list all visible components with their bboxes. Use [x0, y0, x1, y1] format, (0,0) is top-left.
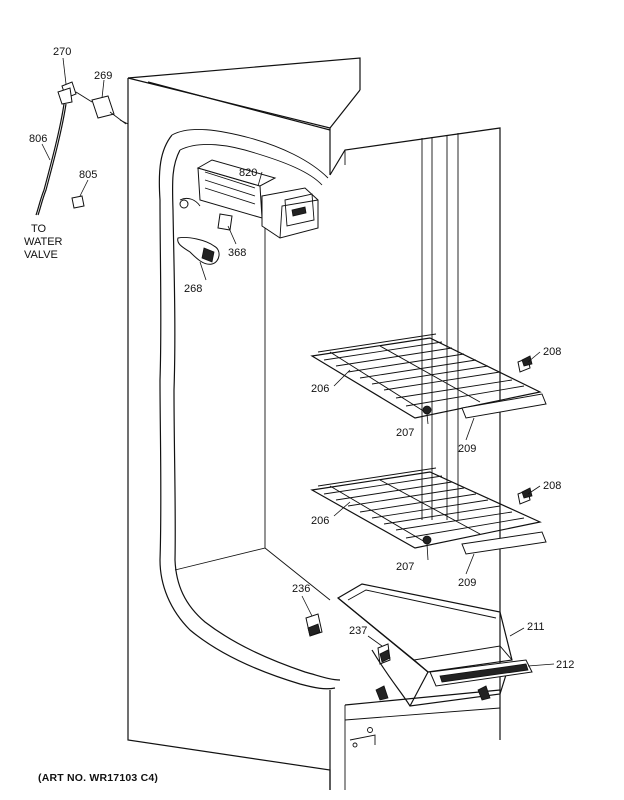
pan-brackets [305, 613, 391, 665]
callout-368: 368 [228, 247, 246, 259]
callout-to: TO [31, 223, 47, 235]
callout-268: 268 [184, 283, 202, 295]
callout-269: 269 [94, 70, 112, 82]
callout-207-upper: 207 [396, 427, 414, 439]
callout-206-upper: 206 [311, 383, 329, 395]
callout-820: 820 [239, 167, 257, 179]
callout-212: 212 [556, 659, 574, 671]
cabinet [119, 57, 501, 790]
callout-805: 805 [79, 169, 97, 181]
callout-206-lower: 206 [311, 515, 329, 527]
callout-209-upper: 209 [458, 443, 476, 455]
callout-270: 270 [53, 46, 71, 58]
upper-shelf [310, 333, 547, 419]
fill-tube-bracket [177, 237, 220, 265]
crisper-pan [336, 583, 533, 707]
callout-207-lower: 207 [396, 561, 414, 573]
callout-labels: 270 269 806 805 TO WATER VALVE 820 368 2… [24, 46, 574, 671]
callout-209-lower: 209 [458, 577, 476, 589]
leader-lines [41, 57, 555, 667]
art-number: (ART NO. WR17103 C4) [38, 772, 159, 784]
callout-208-lower: 208 [543, 480, 561, 492]
lower-shelf [310, 467, 547, 555]
callout-208-upper: 208 [543, 346, 561, 358]
callout-236: 236 [292, 583, 310, 595]
callout-valve: VALVE [24, 249, 58, 261]
callout-211: 211 [527, 621, 545, 633]
icemaker [179, 159, 319, 239]
water-valve-line [35, 81, 127, 216]
callout-237: 237 [349, 625, 367, 637]
callout-806: 806 [29, 133, 47, 145]
callout-water: WATER [24, 236, 63, 248]
